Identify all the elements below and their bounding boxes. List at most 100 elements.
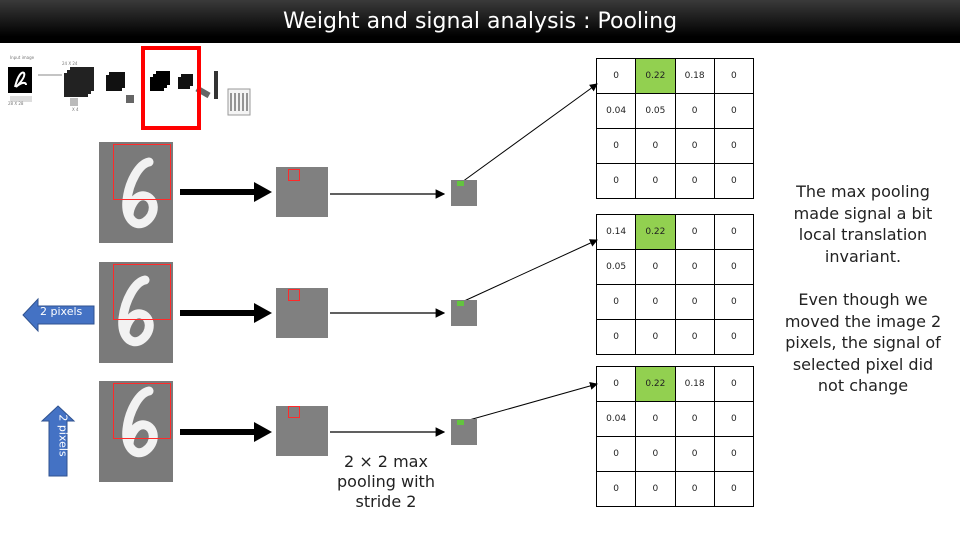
shift-left-indicator: 2 pixels — [22, 297, 96, 333]
grid-cell: 0 — [674, 319, 715, 355]
cnn-architecture-thumbnail: Input image 24 X 24 28 X 28 X 4 — [6, 53, 274, 149]
grid-cell: 0.22 — [635, 366, 676, 402]
grid-cell: 0 — [674, 249, 715, 285]
digit-image-original — [99, 142, 173, 243]
shift-observation-note: Even though we moved the image 2 pixels,… — [784, 290, 942, 395]
grid-cell: 0 — [595, 58, 637, 94]
grid-cell: 0 — [635, 284, 676, 320]
digit-image-shifted-left — [99, 262, 173, 363]
grid-cell: 0 — [595, 471, 637, 507]
digit-image-shifted-up — [99, 381, 173, 482]
selected-layer-highlight — [141, 46, 201, 130]
pool-window-box — [288, 406, 300, 418]
grid-cell: 0 — [595, 284, 637, 320]
pooled-map-2 — [451, 300, 477, 326]
grid-cell: 0 — [635, 401, 676, 437]
grid-cell: 0.14 — [595, 214, 637, 250]
grid-cell: 0 — [713, 284, 755, 320]
grid-cell: 0 — [713, 128, 755, 164]
receptive-field-box — [113, 383, 171, 439]
selected-pixel — [457, 301, 464, 306]
grid-cell: 0 — [635, 436, 676, 472]
receptive-field-box — [113, 264, 171, 320]
grid-cell: 0 — [674, 128, 715, 164]
grid-cell: 0 — [635, 163, 676, 199]
grid-cell: 0 — [674, 163, 715, 199]
grid-cell: 0 — [635, 471, 676, 507]
grid-cell: 0.05 — [635, 93, 676, 129]
grid-cell: 0 — [595, 366, 637, 402]
grid-cell: 0 — [713, 436, 755, 472]
grid-cell: 0 — [674, 401, 715, 437]
grid-cell: 0.22 — [635, 214, 676, 250]
pooled-map-3 — [451, 419, 477, 445]
grid-cell: 0 — [635, 319, 676, 355]
grid-cell: 0 — [595, 128, 637, 164]
digit-6-icon — [118, 275, 154, 347]
receptive-field-box — [113, 144, 171, 200]
svg-text:28 X 28: 28 X 28 — [8, 101, 24, 106]
grid-cell: 0 — [713, 249, 755, 285]
grid-cell: 0.04 — [595, 93, 637, 129]
grid-cell: 0 — [713, 163, 755, 199]
grid-cell: 0 — [713, 366, 755, 402]
grid-cell: 0 — [713, 93, 755, 129]
grid-cell: 0 — [713, 214, 755, 250]
grid-cell: 0 — [713, 471, 755, 507]
grid-cell: 0.18 — [674, 58, 715, 94]
pool-window-box — [288, 169, 300, 181]
grid-cell: 0 — [595, 436, 637, 472]
feature-map-1 — [276, 167, 328, 217]
pooled-map-1 — [451, 180, 477, 206]
digit-6-icon — [122, 386, 158, 458]
up-arrow-icon — [40, 405, 76, 477]
grid-cell: 0 — [713, 401, 755, 437]
grid-cell: 0.05 — [595, 249, 637, 285]
grid-cell: 0.22 — [635, 58, 676, 94]
selected-pixel — [457, 420, 464, 425]
feature-map-3 — [276, 406, 328, 456]
grid-cell: 0 — [595, 319, 637, 355]
left-arrow-icon — [22, 297, 95, 333]
shift-up-indicator: 2 pixels — [40, 405, 76, 477]
pooling-caption: 2 × 2 max pooling with stride 2 — [337, 452, 435, 511]
grid-cell: 0 — [674, 471, 715, 507]
grid-cell: 0 — [713, 58, 755, 94]
digit-6-icon — [122, 157, 158, 229]
svg-text:Input image: Input image — [10, 55, 35, 60]
grid-cell: 0.18 — [674, 366, 715, 402]
svg-text:X 4: X 4 — [72, 107, 79, 112]
grid-cell: 0 — [595, 163, 637, 199]
selected-pixel — [457, 181, 464, 186]
shift-up-label: 2 pixels — [56, 414, 70, 457]
grid-cell: 0.04 — [595, 401, 637, 437]
grid-cell: 0 — [674, 214, 715, 250]
feature-map-2 — [276, 288, 328, 338]
svg-text:24 X 24: 24 X 24 — [62, 61, 78, 66]
cnn-diagram-icon: Input image 24 X 24 28 X 28 X 4 — [8, 55, 251, 116]
grid-cell: 0 — [674, 284, 715, 320]
shift-left-label: 2 pixels — [40, 305, 83, 318]
grid-cell: 0 — [635, 249, 676, 285]
translation-invariance-note: The max pooling made signal a bit local … — [793, 182, 933, 266]
slide-title: Weight and signal analysis : Pooling — [0, 0, 960, 43]
grid-cell: 0 — [713, 319, 755, 355]
grid-cell: 0 — [674, 436, 715, 472]
pool-window-box — [288, 289, 300, 301]
grid-cell: 0 — [674, 93, 715, 129]
